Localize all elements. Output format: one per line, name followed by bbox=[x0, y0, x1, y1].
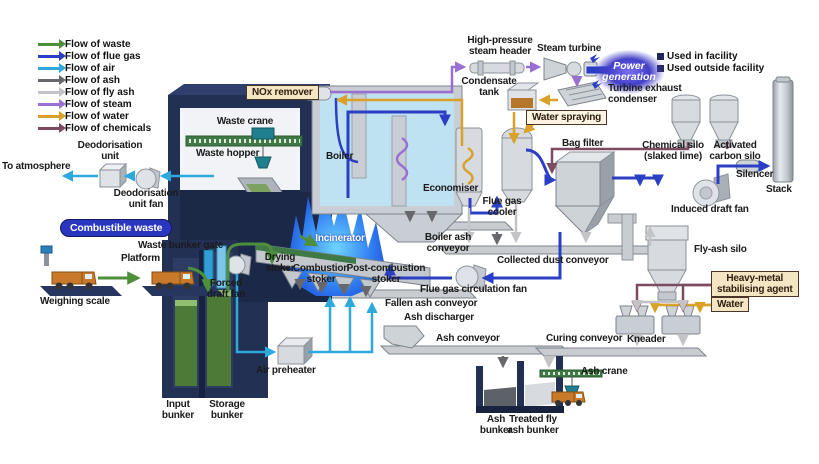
air-flow-arrow-icon bbox=[38, 63, 66, 73]
economiser-label: Economiser bbox=[423, 183, 479, 194]
condensate-tank-label: Condensate tank bbox=[461, 76, 517, 98]
weighing-scale-label: Weighing scale bbox=[40, 296, 110, 307]
bag-filter-label: Bag filter bbox=[562, 138, 604, 149]
usage-label: Used in facility bbox=[667, 51, 738, 62]
ash-discharger bbox=[383, 325, 425, 349]
water-badge: Water bbox=[711, 297, 750, 312]
deodorisation-unit-fan bbox=[135, 167, 161, 190]
ash-bunker-label: Ash bunker bbox=[479, 414, 513, 436]
induced-draft-fan bbox=[692, 173, 731, 207]
high-pressure-steam-header bbox=[469, 60, 525, 76]
ash-crane-label: Ash crane bbox=[581, 366, 628, 377]
flue-gas-circulation-fan-label: Flue gas circulation fan bbox=[420, 284, 527, 295]
input-bunker-label: Input bunker bbox=[161, 399, 195, 421]
deodorisation-unit-label: Deodorisation unit bbox=[77, 140, 143, 162]
power-generation-badge: Power generation bbox=[594, 50, 664, 94]
usage-legend-outside-facility: Used outside facility bbox=[657, 63, 764, 74]
legend-label: Flow of steam bbox=[65, 98, 132, 110]
waste-flow-arrow-icon bbox=[38, 39, 66, 49]
ash-truck bbox=[551, 391, 586, 406]
ash-conveyor-label: Ash conveyor bbox=[436, 333, 500, 344]
boiler-label: Boiler bbox=[326, 151, 354, 162]
waste-crane-label: Waste crane bbox=[216, 116, 274, 127]
waste-bunker-gate-label: Waste bunker gate bbox=[138, 240, 224, 251]
steam-turbine-label: Steam turbine bbox=[537, 43, 602, 54]
legend-row-steam: Flow of steam bbox=[38, 98, 151, 110]
legend-label: Flow of fly ash bbox=[65, 86, 135, 98]
boiler-ash-conveyor-label: Boiler ash conveyor bbox=[424, 232, 472, 254]
ash-discharger-label: Ash discharger bbox=[404, 312, 475, 323]
stack bbox=[772, 76, 794, 183]
usage-legend-in-facility: Used in facility bbox=[657, 51, 738, 62]
air-preheater bbox=[276, 336, 314, 366]
legend-label: Flow of air bbox=[65, 62, 115, 74]
high-pressure-steam-header-label: High-pressure steam header bbox=[467, 35, 533, 57]
stack-label: Stack bbox=[766, 184, 792, 195]
combustible-waste-badge: Combustible waste bbox=[60, 219, 173, 237]
nox-remover-badge: NOx remover bbox=[246, 85, 319, 100]
weighing-scale bbox=[40, 245, 122, 296]
water-spraying-badge: Water spraying bbox=[526, 110, 608, 125]
legend-row-ash: Flow of ash bbox=[38, 74, 151, 86]
deodorisation-unit-fan-label: Deodorisation unit fan bbox=[113, 188, 179, 210]
usage-label: Used outside facility bbox=[667, 63, 765, 74]
legend-label: Flow of chemicals bbox=[65, 122, 152, 134]
combustion-stoker-label: Combustion stoker bbox=[292, 263, 350, 285]
flue-gas-flow-arrow-icon bbox=[38, 51, 66, 61]
waste-hopper-label: Waste hopper bbox=[196, 148, 260, 159]
forced-draft-fan-label: Forced draft fan bbox=[206, 278, 246, 300]
storage-bunker-label: Storage bunker bbox=[209, 399, 245, 421]
curing-conveyor-label: Curing conveyor bbox=[546, 333, 623, 344]
legend-label: Flow of ash bbox=[65, 74, 120, 86]
forced-draft-fan bbox=[226, 253, 252, 276]
flow-legend: Flow of waste Flow of flue gas Flow of a… bbox=[38, 38, 151, 134]
legend-row-fly-ash: Flow of fly ash bbox=[38, 86, 151, 98]
activated-carbon-silo bbox=[709, 94, 739, 148]
fly-ash-silo-label: Fly-ash silo bbox=[694, 244, 747, 255]
flue-gas-cooler-label: Flue gas cooler bbox=[482, 196, 522, 218]
bag-filter bbox=[554, 151, 616, 235]
legend-row-chemicals: Flow of chemicals bbox=[38, 122, 151, 134]
curing-conveyor bbox=[534, 347, 708, 357]
deodorisation-unit bbox=[98, 162, 128, 189]
ash-flow-arrow-icon bbox=[38, 75, 66, 85]
silencer-label: Silencer bbox=[736, 169, 774, 180]
water-flow-arrow-icon bbox=[38, 111, 66, 121]
platform-label: Platform bbox=[121, 253, 160, 264]
legend-label: Flow of water bbox=[65, 110, 129, 122]
to-atmosphere-label: To atmosphere bbox=[2, 161, 71, 172]
legend-row-flue-gas: Flow of flue gas bbox=[38, 50, 151, 62]
fly-ash-flow-arrow-icon bbox=[38, 87, 66, 97]
flow-lines bbox=[61, 61, 771, 369]
collected-dust-conveyor-label: Collected dust conveyor bbox=[497, 255, 609, 266]
activated-carbon-silo-label: Activated carbon silo bbox=[709, 140, 761, 162]
ash-bunkers bbox=[476, 356, 564, 413]
legend-row-air: Flow of air bbox=[38, 62, 151, 74]
kneader-1 bbox=[615, 305, 655, 335]
induced-draft-fan-label: Induced draft fan bbox=[671, 204, 749, 215]
chemical-silo-label: Chemical silo (slaked lime) bbox=[642, 140, 704, 162]
legend-label: Flow of waste bbox=[65, 38, 131, 50]
drying-stoker-label: Drying stoker bbox=[264, 252, 296, 274]
incinerator-label: Incinerator bbox=[315, 233, 365, 244]
kneader-label: Kneader bbox=[627, 334, 666, 345]
air-preheater-label: Air preheater bbox=[256, 365, 316, 376]
fallen-ash-conveyor-label: Fallen ash conveyor bbox=[385, 298, 478, 309]
heavy-metal-agent-badge: Heavy-metal stabilising agent bbox=[711, 271, 799, 297]
legend-row-waste: Flow of waste bbox=[38, 38, 151, 50]
waste-crane bbox=[185, 127, 303, 169]
legend-row-water: Flow of water bbox=[38, 110, 151, 122]
steam-flow-arrow-icon bbox=[38, 99, 66, 109]
chemical-silo bbox=[671, 94, 701, 148]
treated-fly-ash-bunker-label: Treated fly ash bunker bbox=[507, 414, 559, 436]
legend-label: Flow of flue gas bbox=[65, 50, 141, 62]
flue-gas-cooler bbox=[501, 127, 533, 203]
kneader-2 bbox=[661, 305, 701, 335]
chemicals-flow-arrow-icon bbox=[38, 123, 66, 133]
turbine-exhaust-condenser-label: Turbine exhaust condenser bbox=[608, 83, 682, 105]
condensate-tank bbox=[506, 82, 540, 111]
post-combustion-stoker-label: Post-combustion stoker bbox=[346, 263, 426, 285]
